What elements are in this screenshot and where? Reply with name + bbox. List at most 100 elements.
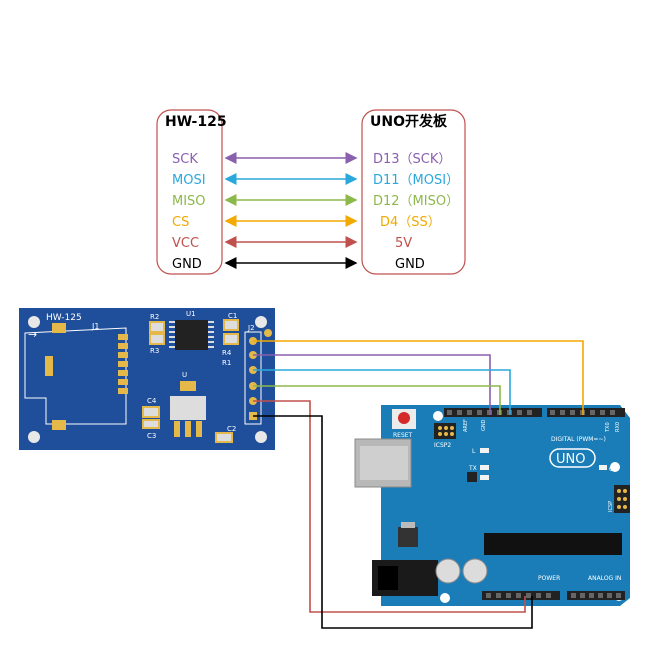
label-aref: AREF [463,419,469,432]
chip-u1-pins [169,321,214,348]
module-pin-box [156,109,223,275]
uno-pin-box [361,109,466,275]
regulator-body [170,396,206,420]
capacitor-c2 [215,432,233,443]
regulator [398,527,418,547]
legend-right-d12: D12（MISO） [373,194,459,209]
pad [45,356,53,376]
legend-left-miso: MISO [172,194,206,209]
header-j2 [244,331,262,425]
label-tx0: TX0 [605,422,611,433]
usb-port-inner [360,446,408,480]
legend-right-d13: D13（SCK） [373,152,451,167]
capacitor-c4 [142,406,160,418]
label-icsp: ICSP [608,501,614,512]
label-reset: RESET [393,432,413,439]
digital-header-right [547,408,625,417]
label-on: ON [609,466,618,473]
mount-hole [28,316,40,328]
module-pin-box-title: HW-125 [165,114,227,130]
wire-cs [253,340,584,415]
legend-right-5v: 5V [395,236,412,251]
uno-logo-frame [549,448,596,468]
icsp-header [614,485,630,513]
atmega-chip [484,533,622,555]
label-j2: J2 [247,324,255,332]
label-c4: C4 [147,397,157,405]
power-header-pins [486,593,551,598]
sd-slot-outline [24,327,127,425]
legend-right-d4: D4（SS） [380,215,441,230]
capacitor [462,558,488,584]
mount-hole [433,411,443,421]
pad [52,323,66,333]
legend-left-mosi: MOSI [172,173,206,188]
label-r4: R4 [222,349,232,357]
label-c1: C1 [228,312,237,320]
regulator-tab [401,522,415,528]
resistor-r3 [149,333,165,345]
legend-right-d11: D11（MOSI） [373,173,459,188]
label-power: POWER [538,575,560,582]
uno-pin-box-title: UNO开发板 [370,113,448,130]
wire-sck [253,354,491,415]
arduino-uno: RESET ICSP2 AREF GND DIGITAL (PWM=~) TX0… [354,405,630,606]
analog-header-pins [571,593,621,598]
label-u1: U1 [186,310,196,318]
mount-hole [28,431,40,443]
power-jack-slot [378,566,398,590]
pad [52,420,66,430]
legend-left-cs: CS [172,215,189,230]
wire-vcc [253,400,526,613]
label-icsp2: ICSP2 [434,442,451,449]
connection-legend: HW-125 UNO开发板 SCK D13（SCK） MOSI D11（MOSI… [156,109,466,275]
wire-miso [253,385,501,415]
label-c2: C2 [227,425,236,433]
label-analog: ANALOG IN [588,575,621,582]
legend-left-gnd: GND [172,257,202,272]
led-on [599,465,607,470]
label-r3: R3 [150,347,159,355]
label-tx: TX [468,465,477,472]
mount-hole [610,462,620,472]
digital-header-left [444,408,542,417]
wire-gnd [253,415,533,629]
led-rx [480,475,489,480]
label-r1: R1 [222,359,231,367]
legend-left-sck: SCK [172,152,198,167]
label-rx0: RX0 [615,422,621,432]
uno-board [381,405,630,606]
label-l: L [472,448,476,455]
led-l [480,448,489,453]
capacitor [435,558,461,584]
legend-right-gnd: GND [395,257,425,272]
reset-button-cap [398,412,410,424]
chip-u1 [175,320,208,350]
hw125-module: HW-125 → J1 R2 R3 U1 C1 R4 R1 U [19,308,275,450]
resistor-r2 [149,321,165,333]
regulator-pins [174,421,202,437]
label-u: U [182,371,187,379]
label-gnd-digital: GND [481,419,487,431]
analog-header [567,591,625,600]
label-c3: C3 [147,432,156,440]
regulator-tab [180,381,196,391]
capacitor-c1 [223,319,239,331]
module-name: HW-125 [46,313,82,323]
wire-mosi [253,369,511,415]
capacitor-c3 [142,419,160,429]
mount-hole [440,593,450,603]
mount-hole [255,431,267,443]
uno-logo: UNO [556,452,585,467]
label-r2: R2 [150,313,159,321]
label-digital: DIGITAL (PWM=~) [551,436,606,443]
sd-contacts [118,334,128,394]
resistor-r4 [223,333,239,345]
led-tx [480,465,489,470]
label-j1: J1 [91,322,99,331]
small-chip [467,472,477,482]
sd-arrow-icon: → [28,328,37,341]
icsp2-header [434,423,456,439]
legend-left-vcc: VCC [172,236,199,251]
